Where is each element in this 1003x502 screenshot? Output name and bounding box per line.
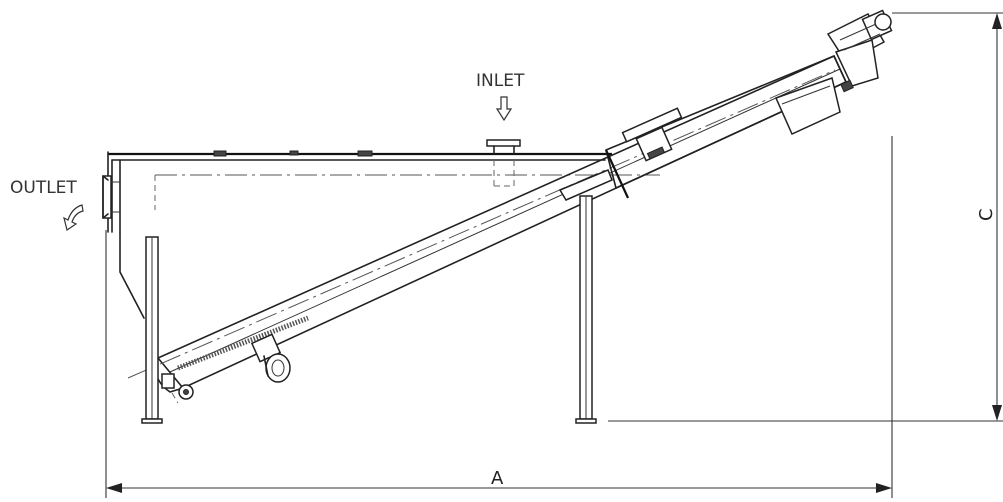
upper-bracket xyxy=(621,107,683,162)
outlet-flange xyxy=(102,175,120,219)
inlet-nozzle xyxy=(486,139,521,187)
support-legs xyxy=(141,169,613,424)
discharge-chute xyxy=(774,77,841,135)
drive-motor xyxy=(826,9,893,93)
outlet-label: OUTLET xyxy=(10,178,77,198)
front-leg xyxy=(141,236,163,424)
dimension-a-label: A xyxy=(491,468,504,489)
upper-section xyxy=(605,9,893,199)
outlet-arrow-icon xyxy=(63,204,84,231)
inlet-label: INLET xyxy=(476,71,525,91)
tank xyxy=(107,150,660,319)
rear-leg xyxy=(558,169,613,424)
screw-trough xyxy=(127,55,847,404)
dimension-lines xyxy=(105,12,1003,498)
inlet-arrow-icon xyxy=(495,96,513,122)
lower-connection xyxy=(250,333,291,383)
dimension-c-label: C xyxy=(976,208,997,221)
